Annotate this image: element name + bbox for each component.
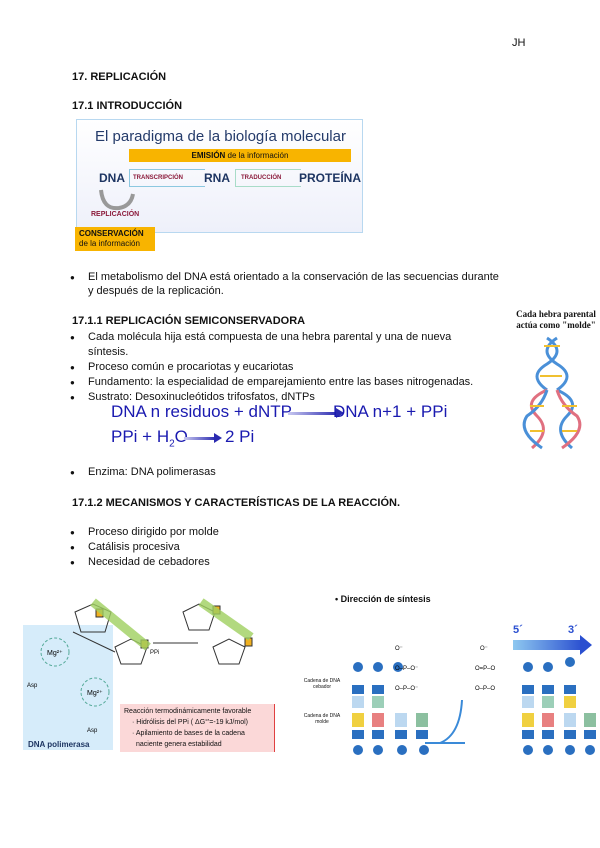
equation-2-arrow	[184, 433, 222, 443]
bullet-1: Cada molécula hija está compuesta de una…	[70, 331, 451, 343]
svg-text:O⁻: O⁻	[480, 646, 488, 652]
helix-caption-1: Cada hebra parental	[516, 309, 596, 319]
intro-bullet: El metabolismo del DNA está orientado a …	[70, 271, 499, 299]
protein-label: PROTEÍNA	[299, 171, 362, 185]
equation-1-right: DNA n+1 + PPi	[333, 402, 448, 421]
equation-1-arrow	[288, 408, 344, 418]
helix-caption-2: actúa como "molde"	[516, 320, 596, 330]
conservation-sub: de la información	[79, 239, 140, 248]
mechanism-bullet-2: Catálisis procesiva	[70, 541, 180, 553]
note-line-4: naciente genera estabilidad	[136, 741, 222, 748]
svg-text:O=P–O: O=P–O	[475, 666, 496, 672]
figure-title: El paradigma de la biología molecular	[95, 128, 346, 145]
dna-helix-image	[522, 336, 582, 450]
emision-rest: de la información	[225, 151, 289, 160]
polymerase-label: DNA polimerasa	[28, 740, 90, 749]
equation-1-left: DNA n residuos + dNTP	[111, 402, 292, 421]
paradigm-figure: El paradigma de la biología molecular EM…	[76, 119, 363, 233]
page-title: 17. REPLICACIÓN	[72, 71, 167, 83]
svg-text:O⁻: O⁻	[395, 646, 403, 652]
emision-banner: EMISIÓN de la información	[129, 149, 351, 162]
svg-text:O–P–O⁻: O–P–O⁻	[395, 666, 418, 672]
template-label: Cadena de DNA molde	[303, 713, 341, 725]
direction-title: • Dirección de síntesis	[335, 594, 431, 604]
emision-bold: EMISIÓN	[191, 151, 226, 160]
bullet-2: Proceso común e procariotas y eucariotas	[70, 361, 293, 373]
note-line-2: · Hidrólisis del PPi ( ΔG°'=-19 kJ/mol)	[132, 719, 248, 726]
equation-2-left: PPi + H2O	[111, 427, 188, 449]
svg-text:Mg²⁺: Mg²⁺	[47, 650, 63, 657]
conservation-title: CONSERVACIÓN	[79, 229, 144, 238]
three-prime-label: 3´	[568, 624, 578, 636]
rna-label: RNA	[204, 171, 230, 185]
section-heading-intro: 17.1 INTRODUCCIÓN	[72, 100, 183, 112]
bullet-enzyme: Enzima: DNA polimerasas	[70, 466, 216, 478]
synthesis-direction-diagram: O⁻ O–P–O⁻ O–P–O⁻ O⁻ O=P–O O–P–O	[352, 646, 596, 755]
replication-cycle-icon	[99, 189, 135, 211]
direction-arrow	[513, 640, 583, 650]
bullet-3: Fundamento: la especialidad de emparejam…	[70, 376, 473, 388]
header-initials: JH	[512, 37, 526, 49]
note-line-3: · Apilamiento de bases de la cadena	[132, 730, 245, 737]
eq2-sub: 2	[169, 438, 175, 450]
primer-label: Cadena de DNA cebador	[303, 678, 341, 690]
transcription-arrow: TRANSCRIPCIÓN	[129, 169, 205, 187]
svg-text:O–P–O⁻: O–P–O⁻	[395, 686, 418, 692]
translation-arrow: TRADUCCIÓN	[235, 169, 301, 187]
note-line-1: Reacción termodinámicamente favorable	[124, 708, 252, 715]
svg-text:Asp: Asp	[27, 683, 38, 689]
equation-2-right: 2 Pi	[225, 427, 255, 446]
mechanism-bullet-3: Necesidad de cebadores	[70, 556, 210, 568]
svg-text:Asp: Asp	[87, 728, 98, 734]
ppi-label: PPi	[150, 650, 160, 656]
svg-text:O–P–O: O–P–O	[475, 686, 495, 692]
section-heading-mechanisms: 17.1.2 MECANISMOS Y CARACTERÍSTICAS DE L…	[72, 497, 401, 509]
mechanism-bullet-1: Proceso dirigido por molde	[70, 526, 219, 538]
bullet-text-cont: y después de la replicación.	[88, 285, 224, 297]
eq2-mid: O	[174, 427, 188, 446]
direction-arrow-head	[580, 635, 592, 655]
five-prime-label: 5´	[513, 624, 523, 636]
bullet-1-cont: síntesis.	[88, 346, 129, 358]
svg-text:Mg²⁺: Mg²⁺	[87, 690, 103, 697]
bullet-text: El metabolismo del DNA está orientado a …	[88, 271, 499, 283]
section-heading-semiconservative: 17.1.1 REPLICACIÓN SEMICONSERVADORA	[72, 315, 306, 327]
dna-label: DNA	[99, 171, 125, 185]
replication-label: REPLICACIÓN	[91, 211, 140, 218]
eq2-part: PPi + H	[111, 427, 170, 446]
bullet-4: Sustrato: Desoxinucleótidos trifosfatos,…	[70, 391, 315, 403]
reaction-note-box: Reacción termodinámicamente favorable · …	[120, 704, 275, 752]
